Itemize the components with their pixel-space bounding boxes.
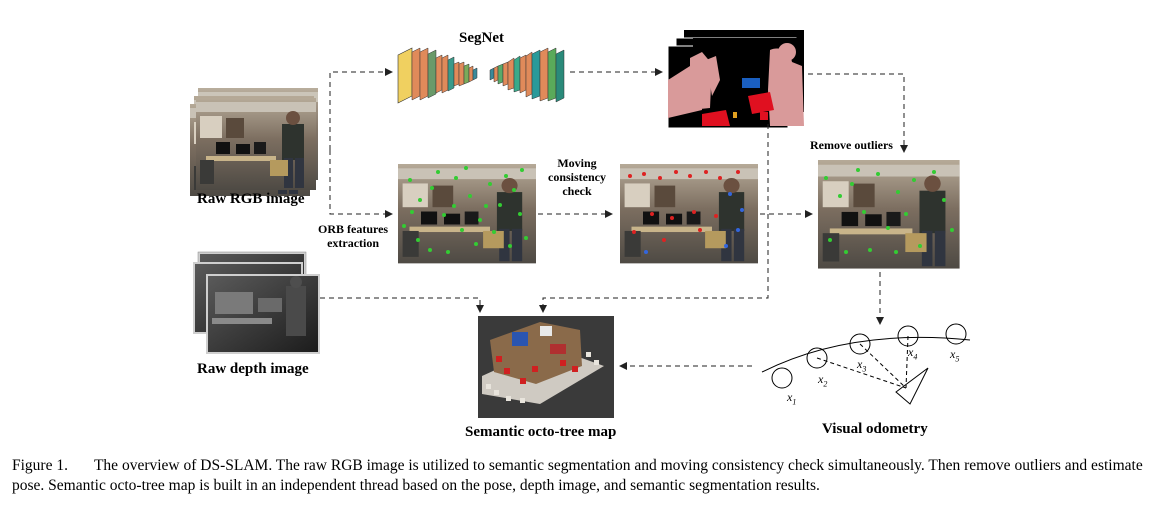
segmentation-result-stack <box>667 30 804 129</box>
octo-tree-map-image <box>478 316 614 418</box>
orb-label-line1: ORB features <box>318 222 389 236</box>
orb-label-line2: extraction <box>327 236 380 250</box>
remove-outliers-label: Remove outliers <box>810 138 893 152</box>
orb-label: ORB features extraction <box>318 222 388 250</box>
moving-check-label: Moving consistency check <box>548 156 606 198</box>
figure-number: Figure 1. <box>12 457 68 474</box>
moving-label-line2: consistency <box>548 170 606 184</box>
pose-label-2: x2 <box>818 372 828 389</box>
visual-odometry-diagram <box>761 323 971 405</box>
pose-label-3: x3 <box>857 357 867 374</box>
segnet-network <box>397 47 565 104</box>
outliers-removed-image <box>818 160 960 269</box>
raw-rgb-label: Raw RGB image <box>197 191 305 207</box>
moving-check-image <box>620 164 758 264</box>
raw-rgb-image-stack <box>190 88 318 196</box>
moving-label-line3: check <box>562 184 592 198</box>
visual-odometry-label: Visual odometry <box>822 421 928 437</box>
pipeline-diagram <box>190 30 971 418</box>
caption-text: The overview of DS-SLAM. The raw RGB ima… <box>12 457 1143 494</box>
segnet-label: SegNet <box>459 30 504 46</box>
octo-map-label: Semantic octo-tree map <box>465 424 617 440</box>
moving-label-line1: Moving <box>557 156 597 170</box>
orb-features-image <box>398 164 536 264</box>
pose-label-4: x4 <box>908 345 918 362</box>
raw-depth-image-stack <box>193 251 320 354</box>
pose-label-5: x5 <box>950 347 960 364</box>
raw-depth-label: Raw depth image <box>197 361 309 377</box>
flow-arrows <box>320 68 908 370</box>
pose-label-1: x1 <box>787 390 797 407</box>
figure-caption: Figure 1.The overview of DS-SLAM. The ra… <box>12 456 1170 496</box>
